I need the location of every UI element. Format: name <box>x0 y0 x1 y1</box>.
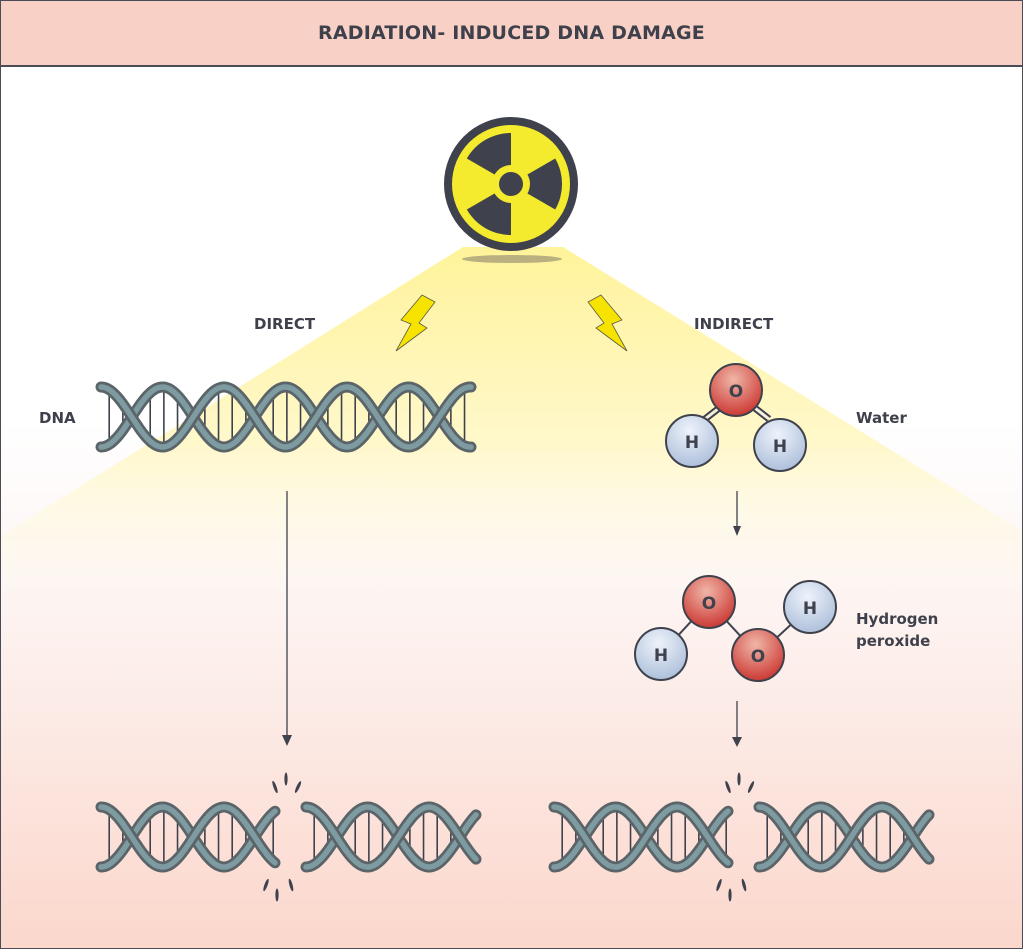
dna-strand <box>551 804 731 870</box>
dna-strand-outline <box>95 801 281 873</box>
svg-text:H: H <box>685 433 699 453</box>
break-spark <box>725 780 731 794</box>
label-water: Water <box>856 409 907 427</box>
oxygen-atom: O <box>709 363 763 417</box>
label-hydrogen-peroxide-line2: peroxide <box>856 632 931 650</box>
break-spark <box>741 878 747 892</box>
break-spark <box>272 780 278 794</box>
dna-strand-outline <box>548 801 734 873</box>
dna-strand <box>98 384 474 450</box>
break-spark <box>747 781 755 793</box>
svg-text:H: H <box>773 437 787 457</box>
label-hydrogen-peroxide: Hydrogen peroxide <box>856 608 938 652</box>
oxygen-atom: O <box>682 575 736 629</box>
label-hydrogen-peroxide-line1: Hydrogen <box>856 610 939 628</box>
dna-strand <box>98 804 278 870</box>
arrow-water-to-peroxide <box>733 491 741 536</box>
dna-strand <box>756 804 932 870</box>
radiation-shadow <box>462 255 562 263</box>
svg-text:O: O <box>702 594 716 614</box>
arrow-peroxide-to-damage <box>732 701 742 747</box>
break-spark <box>263 878 269 892</box>
water-molecule: O H H <box>665 363 807 472</box>
svg-text:H: H <box>803 599 817 619</box>
radiation-trefoil-icon <box>444 117 578 251</box>
dna-strand <box>98 384 474 450</box>
header-bar: RADIATION- INDUCED DNA DAMAGE <box>1 1 1022 67</box>
radiation-beam <box>1 247 1022 601</box>
break-spark <box>284 772 288 786</box>
label-direct: DIRECT <box>254 315 316 333</box>
dna-helix-intact <box>95 381 477 453</box>
break-spark <box>275 888 279 902</box>
page-title: RADIATION- INDUCED DNA DAMAGE <box>318 22 705 44</box>
oxygen-atom: O <box>731 628 785 682</box>
lightning-bolt-icon-left <box>395 294 436 352</box>
lightning-bolt-icon-right <box>587 294 628 352</box>
dna-strand <box>303 804 479 870</box>
svg-text:O: O <box>729 382 743 402</box>
break-spark <box>737 772 741 786</box>
break-spark <box>728 888 732 902</box>
svg-text:O: O <box>751 647 765 667</box>
hydrogen-atom: H <box>634 627 688 681</box>
break-spark <box>288 878 294 892</box>
dna-helix-broken-indirect <box>548 772 935 902</box>
hydrogen-atom: H <box>783 580 837 634</box>
svg-text:H: H <box>654 646 668 666</box>
dna-helix-broken-direct <box>95 772 482 902</box>
arrow-direct <box>282 491 292 746</box>
break-spark <box>294 781 302 793</box>
hydrogen-atom: H <box>665 414 719 468</box>
hydrogen-peroxide-molecule: H O O H <box>634 575 837 682</box>
hydrogen-atom: H <box>753 418 807 472</box>
label-dna: DNA <box>39 409 76 427</box>
break-spark <box>716 878 722 892</box>
label-indirect: INDIRECT <box>694 315 774 333</box>
